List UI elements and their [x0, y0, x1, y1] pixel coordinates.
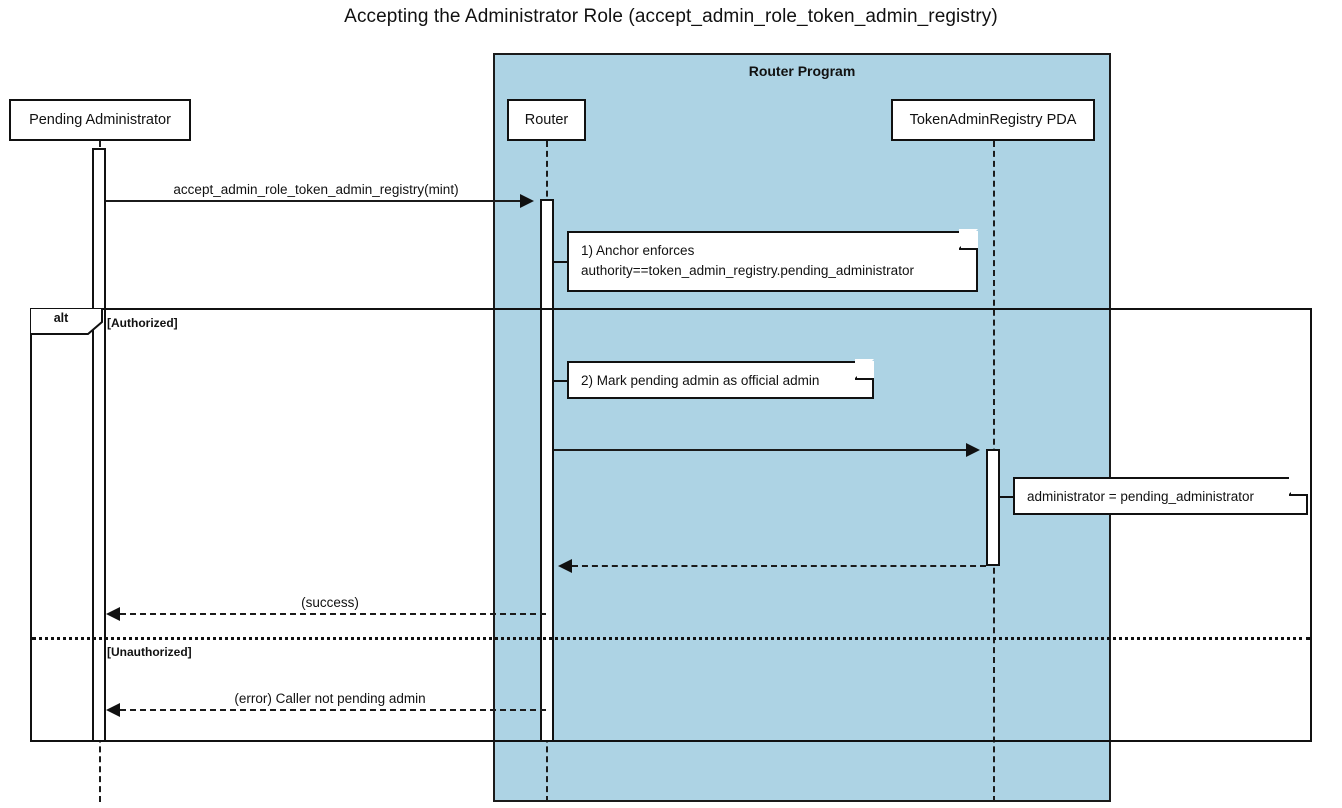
note-connector-mark-pending-admin	[554, 380, 568, 382]
note-anchor-enforces-line1: 1) Anchor enforces	[581, 243, 695, 258]
message-line-return-error	[120, 709, 546, 711]
participant-label-router: Router	[524, 112, 569, 128]
guard-label-authorized: [Authorized]	[107, 316, 178, 330]
note-fold-corner-icon	[855, 359, 874, 380]
note-administrator-assignment-line1: administrator = pending_administrator	[1027, 489, 1254, 504]
group-label-router-program: Router Program	[748, 63, 856, 79]
message-arrowhead-return-error	[106, 703, 120, 717]
participant-pending-administrator[interactable]: Pending Administrator	[9, 99, 191, 141]
note-connector-administrator-assignment	[1000, 496, 1014, 498]
note-anchor-enforces: 1) Anchor enforces authority==token_admi…	[567, 229, 978, 292]
message-arrowhead-return-success	[106, 607, 120, 621]
message-arrowhead-router-to-pda-write	[966, 443, 980, 457]
combined-fragment-alt	[30, 308, 1312, 742]
group-box-router-program	[493, 53, 1111, 802]
message-line-router-to-pda-write	[554, 449, 966, 451]
message-label-return-error: (error) Caller not pending admin	[234, 691, 426, 706]
note-mark-pending-admin-line1: 2) Mark pending admin as official admin	[581, 373, 820, 388]
note-administrator-assignment: administrator = pending_administrator	[1013, 475, 1308, 515]
message-arrowhead-call-accept-admin-role	[520, 194, 534, 208]
participant-label-token-admin-registry-pda: TokenAdminRegistry PDA	[909, 112, 1077, 128]
message-label-return-success: (success)	[301, 595, 359, 610]
combined-fragment-divider	[32, 637, 1310, 640]
message-line-return-success	[120, 613, 546, 615]
note-fold-corner-icon	[1289, 475, 1308, 496]
note-anchor-enforces-line2: authority==token_admin_registry.pending_…	[581, 262, 914, 278]
combined-fragment-tag	[30, 308, 103, 335]
message-label-call-accept-admin-role: accept_admin_role_token_admin_registry(m…	[173, 182, 459, 197]
participant-router[interactable]: Router	[507, 99, 586, 141]
note-connector-anchor-enforces	[554, 261, 568, 263]
message-arrowhead-pda-to-router-return	[558, 559, 572, 573]
participant-label-pending-administrator: Pending Administrator	[29, 112, 171, 128]
activation-bar-token-admin-registry-pda	[986, 449, 1000, 566]
combined-fragment-operator-label: alt	[53, 311, 69, 325]
message-line-pda-to-router-return	[572, 565, 986, 567]
page-title: Accepting the Administrator Role (accept…	[344, 6, 998, 27]
participant-token-admin-registry-pda[interactable]: TokenAdminRegistry PDA	[891, 99, 1095, 141]
message-line-call-accept-admin-role	[106, 200, 520, 202]
note-fold-corner-icon	[959, 229, 978, 250]
guard-label-unauthorized: [Unauthorized]	[107, 645, 192, 659]
note-mark-pending-admin: 2) Mark pending admin as official admin	[567, 359, 874, 399]
